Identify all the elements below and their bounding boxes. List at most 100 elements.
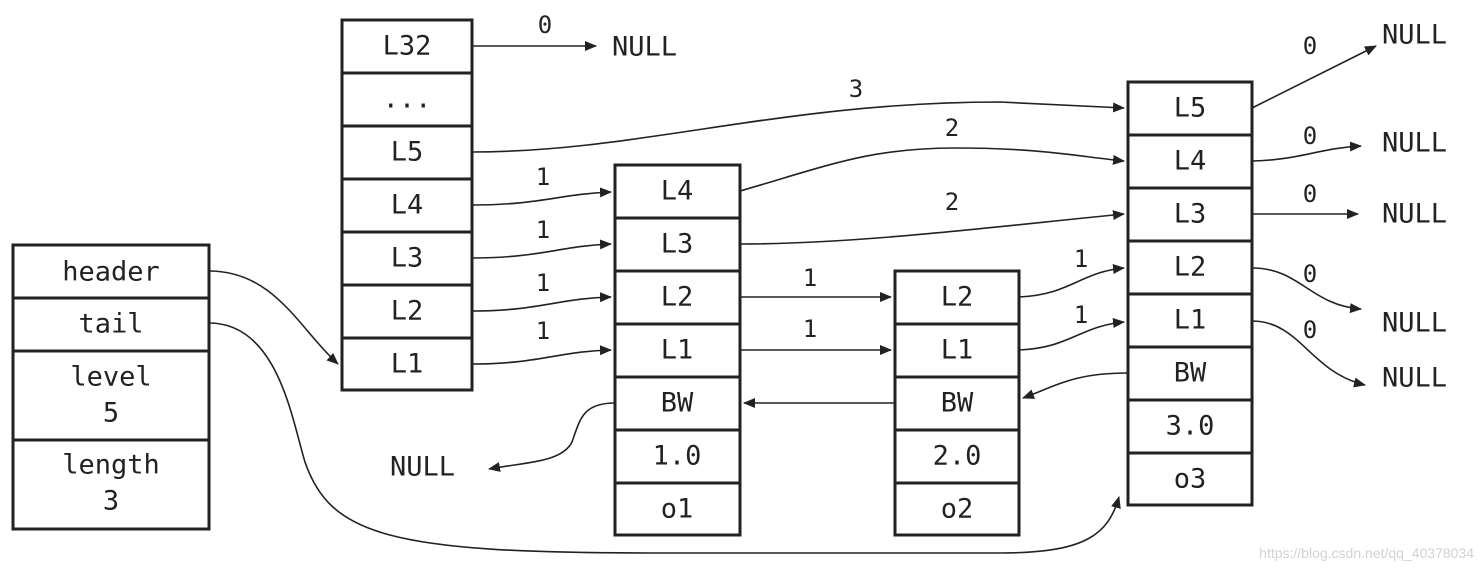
node-score-cell [613, 428, 742, 485]
forward-arrow-l2 [1251, 267, 1362, 314]
null-label: NULL [1382, 20, 1447, 51]
node-level-cell [893, 322, 1021, 379]
node-score-value: 1.0 [653, 441, 702, 472]
span-label: 1 [803, 315, 817, 343]
zskiplist-struct: header tail level 5 length 3 [11, 243, 211, 531]
node-obj-cell [613, 481, 742, 537]
null-label: NULL [612, 32, 677, 63]
node-level-label: L1 [661, 335, 694, 366]
node-level-label: L4 [661, 176, 694, 207]
node-level-label: L1 [1174, 305, 1207, 336]
forward-arrow-l1 [1018, 318, 1125, 351]
span-label: 1 [803, 264, 817, 292]
forward-arrow-l1 [1251, 320, 1366, 388]
node-backward-label: BW [941, 388, 974, 419]
forward-arrow-l2 [471, 292, 612, 312]
span-label: 0 [538, 11, 552, 39]
node-o1: L4 L3 L2 L1 BW 1.0 o1 [613, 163, 742, 537]
span-label: 1 [1074, 245, 1088, 273]
forward-arrow-l3 [471, 239, 612, 259]
head-level-label: L32 [383, 31, 432, 62]
header-field-label: header [62, 257, 160, 288]
node-o3: L5 L4 L3 L2 L1 BW 3.0 o3 [1126, 80, 1254, 507]
head-level-label: ... [383, 84, 432, 115]
null-labels: NULL NULL NULL NULL NULL NULL NULL [390, 20, 1447, 483]
length-field-cell [11, 438, 211, 531]
node-obj-value: o1 [661, 494, 694, 525]
span-label: 1 [536, 269, 550, 297]
span-label: 1 [536, 216, 550, 244]
head-level-label: L3 [391, 243, 424, 274]
head-level-cell [340, 177, 474, 234]
watermark: https://blog.csdn.net/qq_40378034 [1259, 545, 1474, 561]
head-level-cell [340, 71, 474, 128]
node-obj-value: o2 [941, 494, 974, 525]
head-level-label: L1 [391, 349, 424, 380]
node-score-value: 2.0 [933, 441, 982, 472]
head-level-label: L4 [391, 190, 424, 221]
backward-arrow-o3 [1022, 372, 1129, 399]
span-label: 0 [1303, 260, 1317, 288]
node-obj-cell [893, 481, 1021, 537]
forward-arrow-l2 [1018, 264, 1125, 298]
span-label: 1 [536, 317, 550, 345]
node-obj-value: o3 [1174, 464, 1207, 495]
span-label: 3 [849, 75, 863, 103]
span-label: 1 [1074, 301, 1088, 329]
node-level-cell [893, 269, 1021, 326]
node-level-label: L2 [1174, 252, 1207, 283]
tail-field-label: tail [78, 309, 143, 340]
node-level-label: L1 [941, 335, 974, 366]
span-label: 0 [1303, 32, 1317, 60]
span-label: 2 [945, 188, 959, 216]
node-level-label: L4 [1174, 146, 1207, 177]
forward-arrow-l4 [739, 147, 1125, 192]
node-backward-label: BW [661, 388, 694, 419]
node-score-cell [893, 428, 1021, 485]
node-level-cell [613, 163, 742, 220]
node-backward-cell [1126, 345, 1254, 402]
node-level-label: L2 [941, 282, 974, 313]
node-level-label: L2 [661, 282, 694, 313]
span-label: 0 [1303, 316, 1317, 344]
null-label: NULL [1382, 128, 1447, 159]
null-label: NULL [390, 452, 455, 483]
node-level-label: L5 [1174, 93, 1207, 124]
forward-arrow-l4 [471, 187, 612, 206]
span-label: 0 [1303, 180, 1317, 208]
head-level-cell [340, 283, 474, 340]
null-label: NULL [1382, 199, 1447, 230]
level-field-label: level [70, 362, 151, 393]
backward-arrow-o1 [488, 402, 616, 472]
forward-arrow-l4 [1251, 141, 1362, 162]
head-node: L32 ... L5 L4 L3 L2 L1 [340, 18, 474, 392]
node-o2: L2 L1 BW 2.0 o2 [893, 269, 1021, 537]
node-obj-cell [1126, 451, 1254, 507]
span-labels: 0 3 2 2 1 1 1 1 1 1 1 1 0 0 0 0 0 [536, 11, 1317, 345]
forward-arrow-l5 [471, 101, 1125, 153]
node-level-cell [1126, 239, 1254, 296]
header-pointer-arrow [208, 270, 339, 365]
null-label: NULL [1382, 308, 1447, 339]
node-level-cell [1126, 80, 1254, 137]
node-score-value: 3.0 [1166, 411, 1215, 442]
node-level-cell [613, 269, 742, 326]
node-level-label: L3 [661, 229, 694, 260]
span-label: 1 [536, 163, 550, 191]
level-field-value: 5 [103, 398, 119, 429]
head-level-label: L5 [391, 137, 424, 168]
forward-arrow-l1 [471, 345, 612, 365]
forward-arrow-l5 [1251, 45, 1377, 109]
node-backward-label: BW [1174, 358, 1207, 389]
pointer-edges [208, 41, 1377, 554]
length-field-label: length [62, 450, 160, 481]
node-level-label: L3 [1174, 199, 1207, 230]
span-label: 2 [945, 114, 959, 142]
head-level-label: L2 [391, 296, 424, 327]
header-field-cell [11, 243, 211, 300]
forward-arrow-l3 [739, 210, 1125, 245]
tail-pointer-arrow [208, 322, 1121, 554]
null-label: NULL [1382, 363, 1447, 394]
span-label: 0 [1303, 122, 1317, 150]
